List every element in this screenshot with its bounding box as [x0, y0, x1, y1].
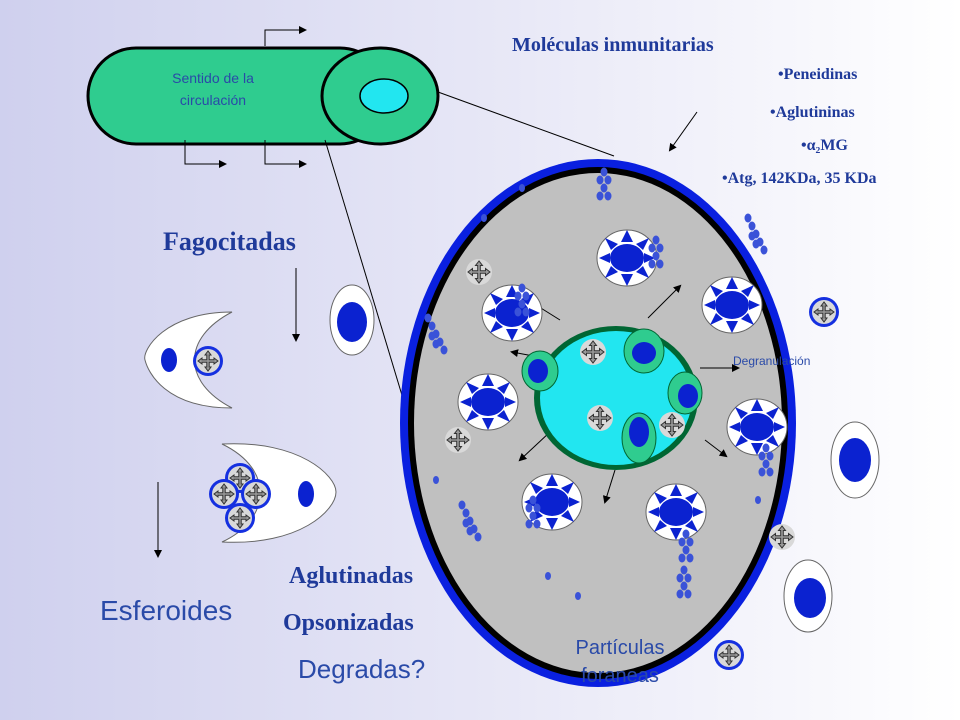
outer-hemocytes-right: [713, 421, 880, 671]
lumen-hemocyte: [667, 371, 703, 415]
blood-vessel: [86, 46, 440, 146]
molecule-dot: [519, 184, 525, 192]
degradas-label: Degradas?: [298, 654, 426, 684]
molecule-item-atg: Atg, 142KDa, 35 KDa: [722, 170, 877, 188]
vessel-label-line2: circulación: [179, 92, 247, 108]
particulas-label-line2: foraneas: [581, 665, 659, 687]
foreign-particle: [658, 411, 686, 439]
lumen-hemocyte: [623, 328, 665, 374]
immune-molecule-clusters: [424, 167, 774, 600]
molecule-item-aglutininas: Aglutininas: [770, 104, 855, 122]
granular-hemocyte: [645, 483, 707, 541]
molecule-dot: [433, 476, 439, 484]
molecule-dot: [481, 214, 487, 222]
molecule-item-peneidinas: Peneidinas: [778, 66, 858, 84]
molecules-title: Moléculas inmunitarias: [512, 34, 714, 56]
circulation-arrows: [184, 26, 307, 168]
aglutinadas-label: Aglutinadas: [289, 563, 414, 589]
hemocyte: [830, 421, 880, 499]
granular-hemocyte: [701, 276, 763, 334]
lumen: [521, 326, 703, 470]
foreign-particle: [224, 502, 256, 534]
foreign-particle: [713, 639, 745, 671]
lumen-hemocyte: [621, 412, 657, 464]
degranulacion-label: Degranulación: [733, 354, 811, 368]
foreign-particle: [444, 426, 472, 454]
foreign-particle: [579, 338, 607, 366]
encapsulating-hemocyte: [208, 443, 337, 543]
hemocyte: [783, 559, 833, 633]
particulas-label: Partículas foraneas: [555, 634, 685, 690]
molecules-arrow: [668, 111, 698, 152]
fagocitadas-label: Fagocitadas: [163, 227, 296, 256]
foreign-particle: [768, 523, 796, 551]
granular-hemocyte: [457, 373, 519, 431]
molecule-dot: [545, 572, 551, 580]
esferoides-label: Esferoides: [100, 595, 233, 626]
molecule-dot: [575, 592, 581, 600]
foreign-particle: [808, 296, 840, 328]
molecule-dot: [755, 496, 761, 504]
phagocytosing-hemocyte: [144, 311, 233, 409]
opsonizadas-label: Opsonizadas: [283, 610, 414, 636]
particulas-label-line1: Partículas: [575, 637, 665, 659]
lumen-hemocyte: [521, 350, 559, 392]
vessel-label-line1: Sentido de la: [172, 70, 254, 86]
molecule-item-a2mg: α₂MG: [801, 137, 848, 155]
granular-hemocyte: [481, 284, 543, 342]
foreign-particle: [586, 404, 614, 432]
hemocyte: [329, 284, 375, 356]
granular-hemocyte: [726, 398, 788, 456]
foreign-particle: [192, 345, 224, 377]
granular-hemocyte: [596, 229, 658, 287]
foreign-particle: [465, 258, 493, 286]
vessel-label: Sentido de la circulación: [148, 67, 278, 111]
molecule-cluster: [744, 213, 768, 255]
